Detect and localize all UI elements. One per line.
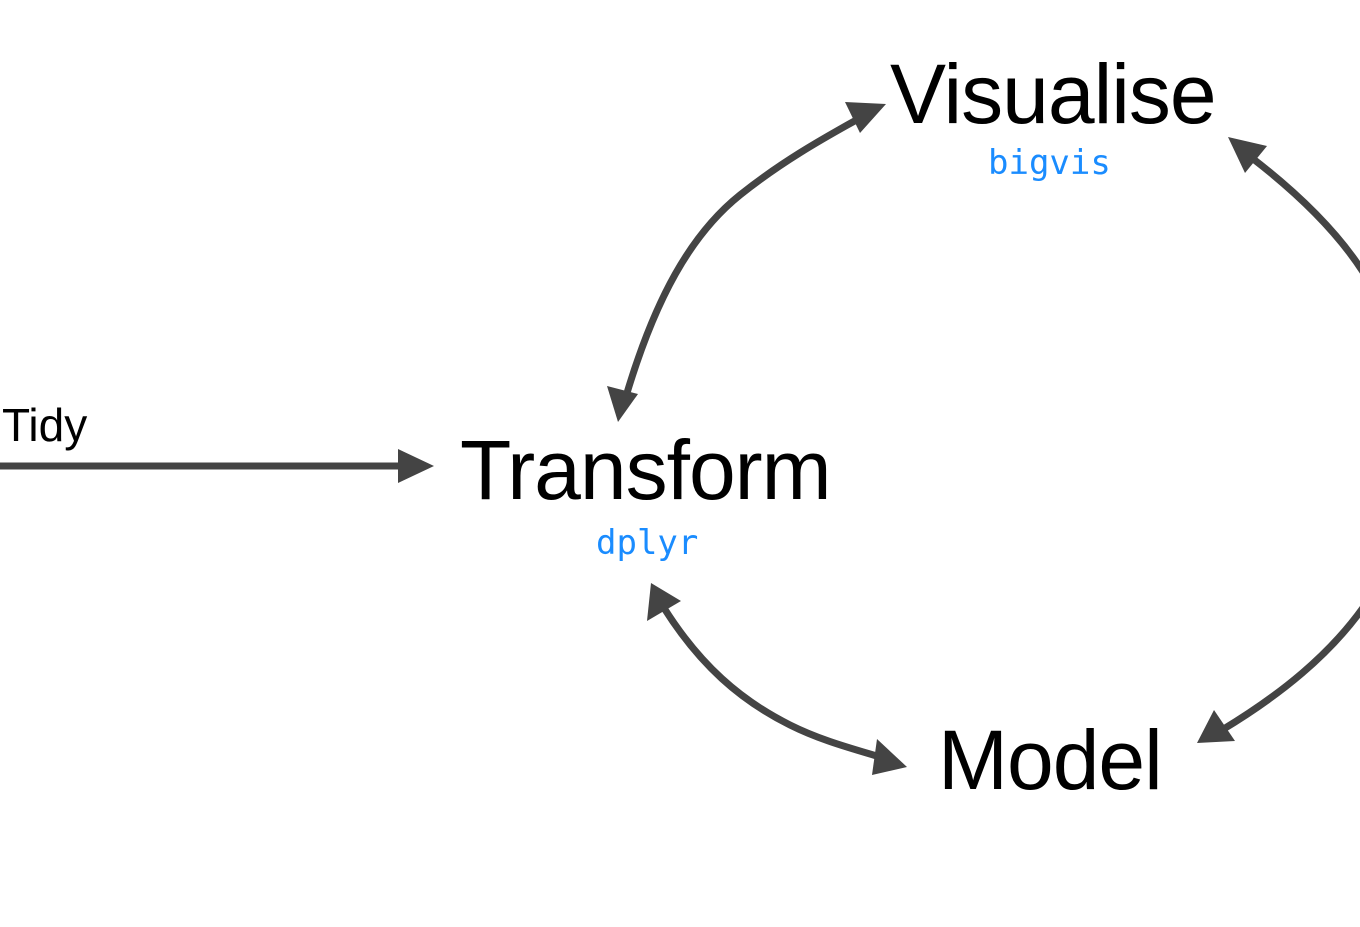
arrowhead-icon: [1197, 710, 1235, 743]
node-model-label: Model: [938, 713, 1163, 807]
node-tidy-label: Tidy: [2, 399, 88, 451]
arrowhead-icon: [398, 449, 434, 483]
edge-visualise-model: [1197, 137, 1360, 743]
edge-tidy-transform: [0, 449, 434, 483]
node-transform-package: dplyr: [596, 523, 699, 563]
edge-transform-visualise: [607, 102, 886, 422]
node-visualise-package: bigvis: [988, 143, 1111, 183]
arrowhead-icon: [647, 583, 681, 621]
edge-transform-model: [647, 583, 907, 775]
node-transform-label: Transform: [460, 423, 832, 517]
arrowhead-icon: [872, 739, 907, 775]
arrowhead-icon: [845, 102, 886, 133]
node-visualise-label: Visualise: [890, 47, 1217, 141]
arrowhead-icon: [1228, 137, 1267, 173]
arrowhead-icon: [607, 386, 638, 422]
